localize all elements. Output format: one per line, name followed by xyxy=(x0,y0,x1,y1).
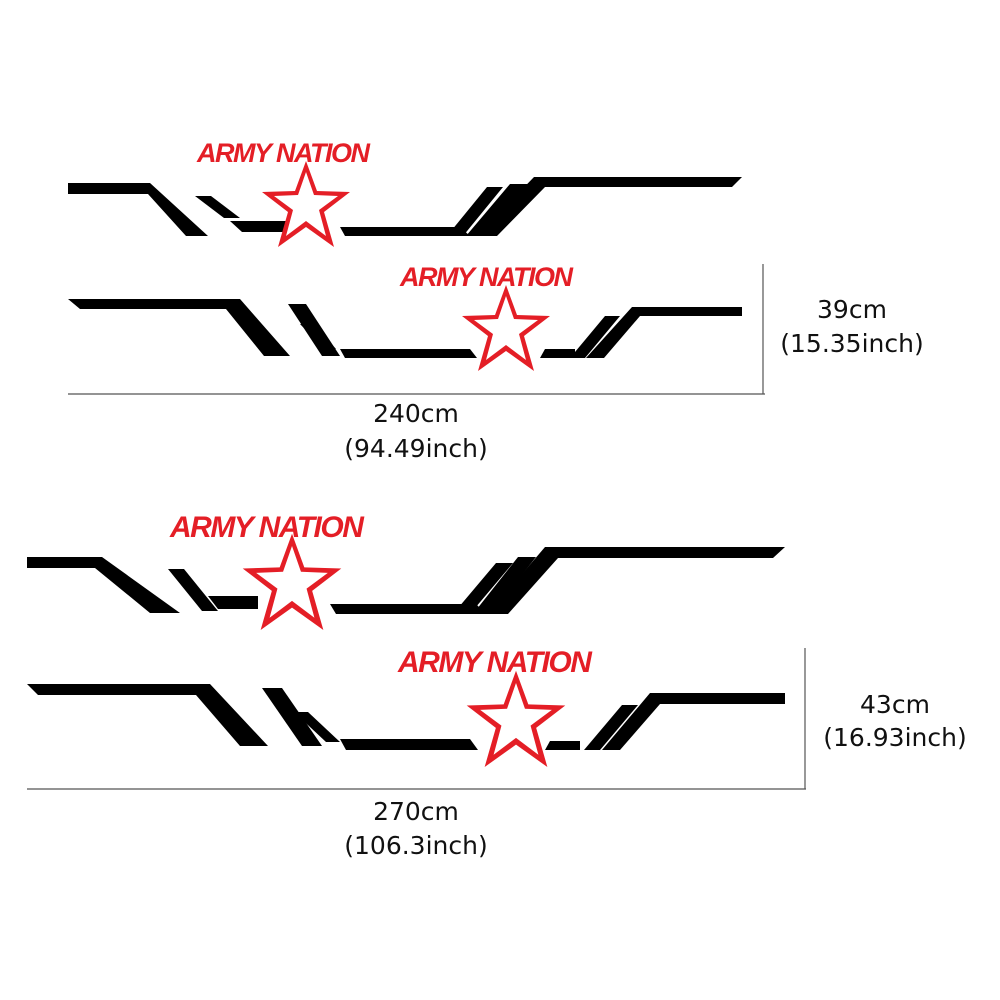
height-cm-label: 39cm xyxy=(817,295,887,324)
star-icon xyxy=(262,161,350,247)
width-inch-label: (106.3inch) xyxy=(344,831,487,860)
height-inch-label: (15.35inch) xyxy=(780,329,923,358)
stripe-graphic-top xyxy=(68,177,742,236)
decal-set-240: ARMY NATION ARMY NATION 39cm (15.35inch)… xyxy=(68,138,924,463)
brand-text-bottom: ARMY NATION xyxy=(397,646,593,679)
star-icon xyxy=(466,670,566,768)
brand-text-top: ARMY NATION xyxy=(169,511,365,544)
stripe-graphic-bottom xyxy=(27,684,785,750)
logo-top-240: ARMY NATION xyxy=(196,138,372,247)
logo-bottom-240: ARMY NATION xyxy=(399,262,575,371)
height-cm-label: 43cm xyxy=(860,690,930,719)
stripe-graphic-top xyxy=(27,547,785,614)
logo-top-270: ARMY NATION xyxy=(169,511,367,631)
stripe-graphic-bottom xyxy=(68,299,742,358)
width-cm-label: 240cm xyxy=(373,399,459,428)
brand-text-bottom: ARMY NATION xyxy=(399,262,573,292)
logo-bottom-270: ARMY NATION xyxy=(397,646,595,768)
star-icon xyxy=(242,533,342,631)
decal-set-270: ARMY NATION ARMY NATION 43cm (16.93inch)… xyxy=(27,511,967,860)
width-inch-label: (94.49inch) xyxy=(344,434,487,463)
width-cm-label: 270cm xyxy=(373,797,459,826)
height-inch-label: (16.93inch) xyxy=(823,723,966,752)
star-icon xyxy=(462,285,550,371)
brand-text-top: ARMY NATION xyxy=(196,138,370,168)
